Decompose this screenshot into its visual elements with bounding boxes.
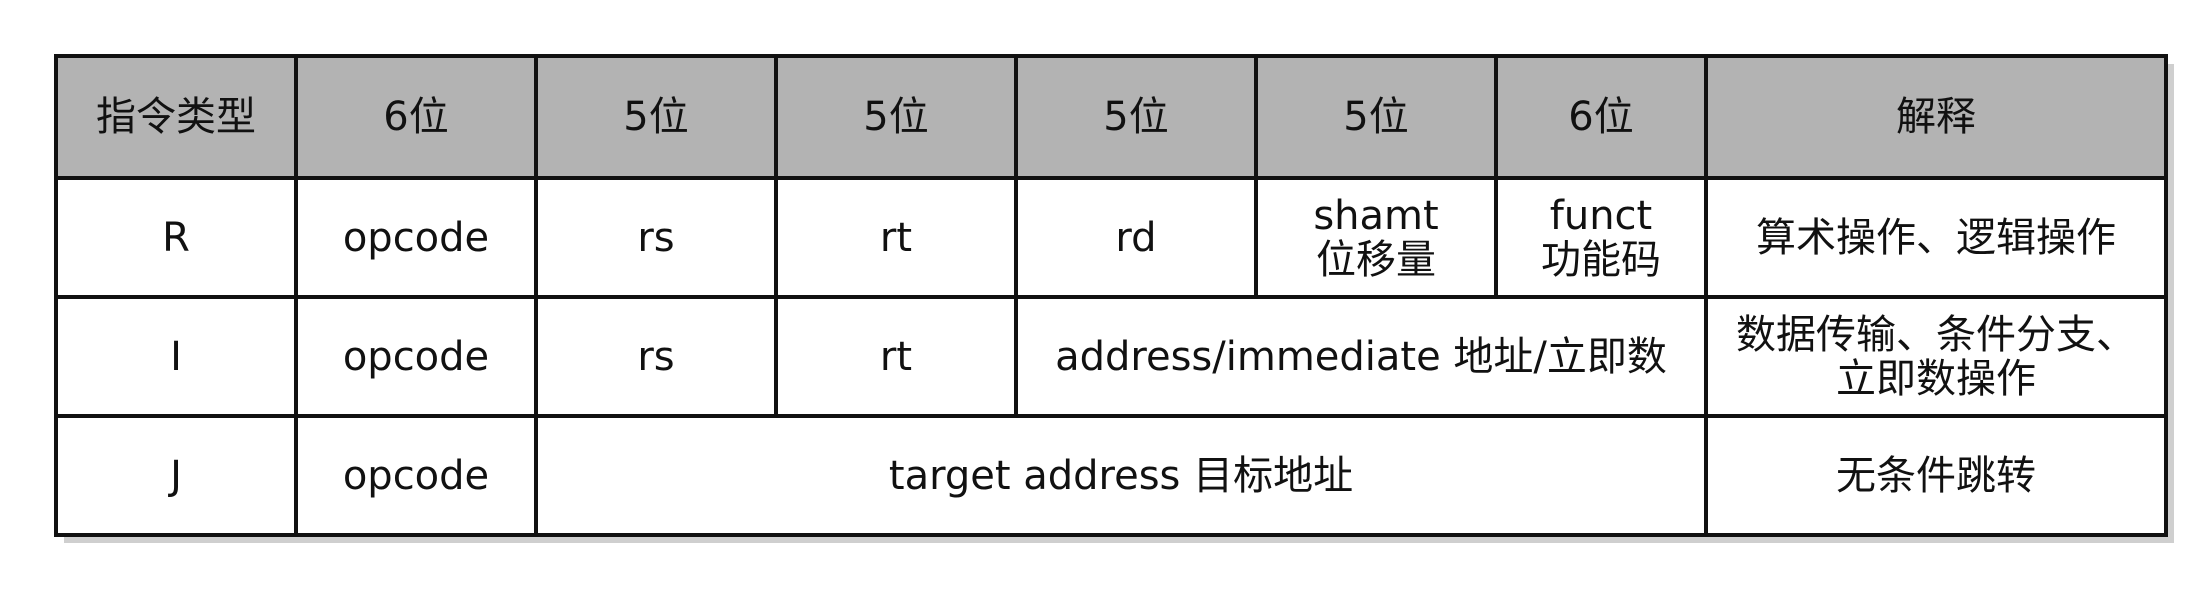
- i-address-immediate: address/immediate 地址/立即数: [1014, 295, 1708, 418]
- header-rd-bits: 5位: [1014, 54, 1258, 180]
- r-funct: funct 功能码: [1494, 176, 1708, 299]
- i-opcode: opcode: [294, 295, 538, 418]
- r-opcode: opcode: [294, 176, 538, 299]
- header-row: 指令类型 6位 5位 5位 5位 5位 6位 解释: [54, 54, 2168, 180]
- r-rd: rd: [1014, 176, 1258, 299]
- i-description-line2: 立即数操作: [1836, 355, 2036, 402]
- header-shamt-bits: 5位: [1254, 54, 1498, 180]
- row-i-type: I opcode rs rt address/immediate 地址/立即数 …: [54, 295, 2168, 418]
- i-description-line1: 数据传输、条件分支、: [1736, 311, 2136, 358]
- i-rs: rs: [534, 295, 778, 418]
- i-description: 数据传输、条件分支、 立即数操作: [1704, 295, 2168, 418]
- header-instruction-type: 指令类型: [54, 54, 298, 180]
- j-opcode: opcode: [294, 414, 538, 537]
- r-description: 算术操作、逻辑操作: [1704, 176, 2168, 299]
- r-funct-label: funct: [1549, 192, 1653, 239]
- j-description: 无条件跳转: [1704, 414, 2168, 537]
- header-rt-bits: 5位: [774, 54, 1018, 180]
- header-rs-bits: 5位: [534, 54, 778, 180]
- r-type-label: R: [54, 176, 298, 299]
- r-funct-cn: 功能码: [1541, 236, 1661, 283]
- r-shamt-cn: 位移量: [1316, 236, 1436, 283]
- j-type-label: J: [54, 414, 298, 537]
- i-type-label: I: [54, 295, 298, 418]
- r-shamt: shamt 位移量: [1254, 176, 1498, 299]
- header-description: 解释: [1704, 54, 2168, 180]
- r-rs: rs: [534, 176, 778, 299]
- r-rt: rt: [774, 176, 1018, 299]
- header-funct-bits: 6位: [1494, 54, 1708, 180]
- r-shamt-label: shamt: [1313, 192, 1439, 239]
- i-rt: rt: [774, 295, 1018, 418]
- row-r-type: R opcode rs rt rd shamt 位移量 funct 功能码 算术…: [54, 176, 2168, 299]
- header-opcode-bits: 6位: [294, 54, 538, 180]
- mips-instruction-format-table: 指令类型 6位 5位 5位 5位 5位 6位 解释 R opcode rs rt…: [54, 54, 2168, 537]
- j-target-address: target address 目标地址: [534, 414, 1708, 537]
- row-j-type: J opcode target address 目标地址 无条件跳转: [54, 414, 2168, 537]
